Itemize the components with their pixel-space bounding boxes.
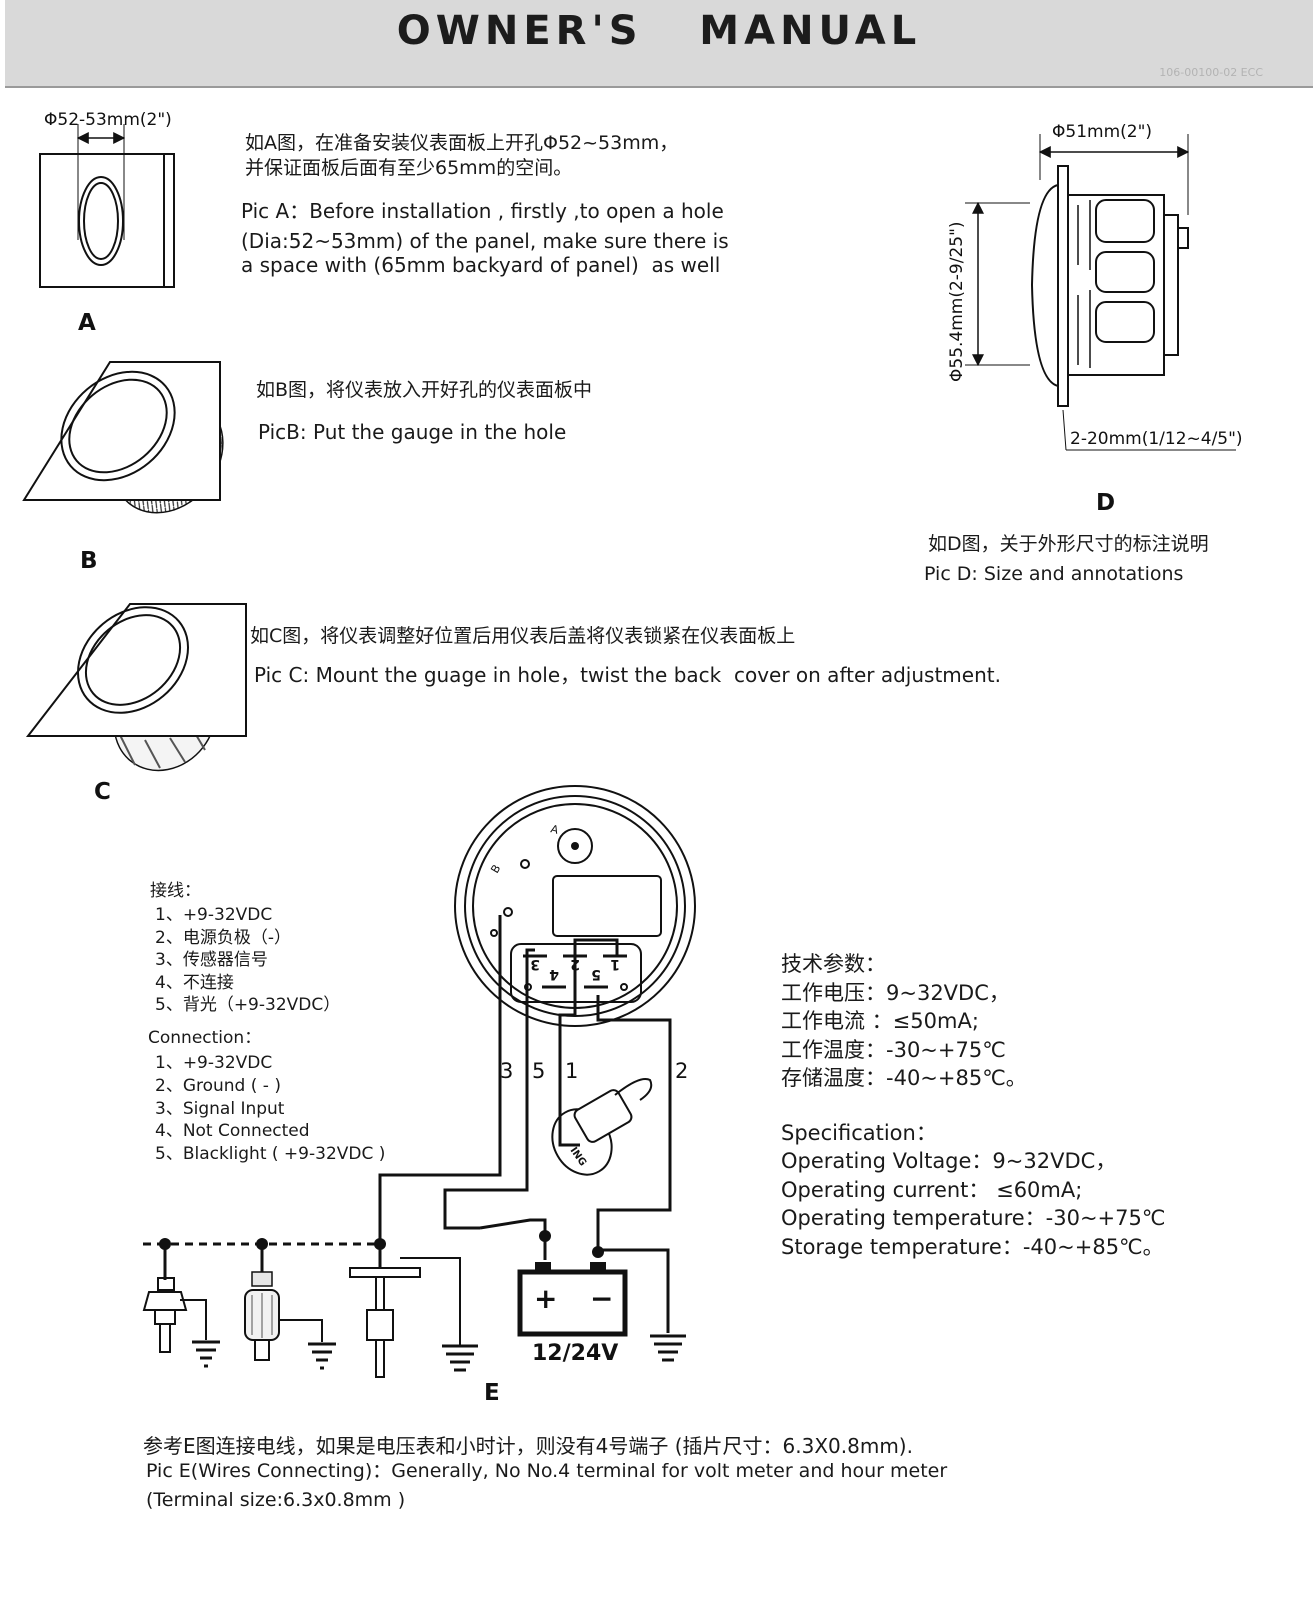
- spec-en-line-4: Storage temperature：-40~+85℃。: [781, 1235, 1164, 1259]
- pic-b-letter: B: [80, 548, 98, 574]
- pic-a-cn-line-1: 如A图，在准备安装仪表面板上开孔Φ52~53mm，: [245, 132, 679, 154]
- spec-cn-line-3: 工作温度：-30~+75℃: [781, 1038, 1006, 1062]
- terminal-3: 3: [530, 956, 540, 972]
- gauge-back-outer: [454, 785, 696, 1027]
- spec-en-title: Specification：: [781, 1121, 937, 1145]
- sensor-pressure: [244, 1244, 336, 1370]
- document-code: 106-00100-02 ECC: [1159, 66, 1263, 79]
- wiring-cn-item-5: 5、背光（+9-32VDC）: [155, 995, 341, 1015]
- wire-label-3: 3: [500, 1059, 513, 1083]
- sensor-temperature: [142, 1244, 220, 1368]
- battery-voltage: 12/24V: [532, 1341, 618, 1366]
- panel-outline: [39, 153, 175, 288]
- header-bar: OWNER'S MANUAL 106-00100-02 ECC: [5, 0, 1313, 88]
- ignition-switch: ING: [551, 1078, 653, 1176]
- stud-a: [557, 828, 593, 864]
- switch-label: ING: [568, 1145, 589, 1168]
- wiring-en-item-2: 2、Ground ( - ): [155, 1076, 281, 1096]
- spec-cn-title: 技术参数：: [781, 952, 886, 976]
- wiring-en-item-4: 4、Not Connected: [155, 1121, 310, 1141]
- pic-a-letter: A: [78, 310, 96, 336]
- footer-cn: 参考E图连接电线，如果是电压表和小时计，则没有4号端子 (插片尺寸：6.3X0.…: [143, 1434, 913, 1458]
- panel-plate: [22, 361, 221, 501]
- pic-a-en-line-1: Pic A：Before installation , firstly ,to …: [241, 199, 724, 223]
- wire-label-2: 2: [675, 1059, 688, 1083]
- battery-minus: −: [590, 1282, 613, 1315]
- sensor-level: [349, 1244, 478, 1378]
- wiring-en-item-1: 1、+9-32VDC: [155, 1053, 273, 1073]
- pic-a-dim-label: Φ52-53mm(2"): [44, 110, 172, 130]
- pic-d-width-label: Φ51mm(2"): [1052, 122, 1152, 142]
- pic-d-height-label: Φ55.4mm(2-9/25"): [947, 221, 967, 382]
- spec-cn-line-4: 存储温度：-40~+85℃。: [781, 1066, 1027, 1090]
- dial-letter-b: B: [488, 862, 503, 875]
- pic-a-en-line-2: (Dia:52~53mm) of the panel, make sure th…: [241, 229, 729, 253]
- pic-c-en: Pic C: Mount the guage in hole，twist the…: [254, 663, 1001, 687]
- pic-d-panel-label: 2-20mm(1/12~4/5"): [1070, 429, 1243, 449]
- hole-ellipse: [78, 176, 124, 266]
- wiring-en-item-5: 5、Blacklight ( +9-32VDC ): [155, 1144, 386, 1164]
- dial-letter-a: A: [549, 822, 560, 837]
- wiring-cn-item-3: 3、传感器信号: [155, 950, 268, 970]
- pic-c-cn: 如C图，将仪表调整好位置后用仪表后盖将仪表锁紧在仪表面板上: [250, 625, 796, 647]
- wires: [378, 915, 672, 1333]
- terminal-5: 5: [591, 966, 601, 982]
- wiring-cn-item-1: 1、+9-32VDC: [155, 905, 273, 925]
- battery-plus: +: [534, 1282, 557, 1315]
- pic-b-drawing: [22, 361, 224, 514]
- spec-en-line-1: Operating Voltage：9~32VDC，: [781, 1149, 1117, 1173]
- pic-d-en: Pic D: Size and annotations: [924, 563, 1184, 585]
- wiring-en-item-3: 3、Signal Input: [155, 1099, 285, 1119]
- gauge-bezel: [76, 606, 190, 714]
- pic-a-cn-line-2: 并保证面板后面有至少65mm的空间。: [245, 157, 573, 179]
- wiring-cn-item-2: 2、电源负极（-）: [155, 928, 291, 948]
- footer-en-line-1: Pic E(Wires Connecting)：Generally, No No…: [146, 1460, 948, 1482]
- wiring-cn-item-4: 4、不连接: [155, 973, 234, 993]
- pic-d-cn: 如D图，关于外形尺寸的标注说明: [928, 533, 1209, 555]
- pic-d-drawing: Φ51mm(2") Φ55.4mm(2-9/25") 2-20mm(1/12~4…: [947, 122, 1243, 451]
- pic-a-en-line-3: a space with (65mm backyard of panel) as…: [241, 253, 721, 277]
- gauge-body: [1067, 194, 1165, 376]
- spec-en-line-2: Operating current： ≤60mA;: [781, 1178, 1083, 1202]
- spec-cn-line-2: 工作电流 ：≤50mA;: [781, 1009, 979, 1033]
- gauge-bezel: [60, 370, 176, 482]
- panel-plate: [25, 603, 247, 737]
- wire-labels: 3 5 1 2: [500, 1059, 688, 1083]
- wiring-cn-title: 接线：: [150, 881, 201, 901]
- pic-c-drawing: [25, 603, 247, 772]
- pic-d-letter: D: [1096, 490, 1116, 516]
- label-area: [552, 875, 662, 937]
- ground-symbol: [650, 1334, 686, 1362]
- pic-c-letter: C: [94, 779, 111, 805]
- bezel-profile: [1030, 184, 1059, 387]
- wire-label-5: 5: [532, 1059, 545, 1083]
- spec-cn-line-1: 工作电压：9~32VDC，: [781, 981, 1010, 1005]
- pic-e-letter: E: [484, 1380, 500, 1406]
- battery: + − 12/24V: [517, 1262, 628, 1366]
- wiring-en-title: Connection：: [148, 1028, 262, 1048]
- panel-section: [1057, 165, 1069, 407]
- pic-b-en: PicB: Put the gauge in the hole: [258, 420, 567, 444]
- terminal-4: 4: [549, 966, 559, 982]
- page-title: OWNER'S MANUAL: [396, 8, 922, 54]
- spec-en-line-3: Operating temperature：-30~+75℃: [781, 1206, 1166, 1230]
- wire-label-1: 1: [565, 1059, 578, 1083]
- pic-b-cn: 如B图，将仪表放入开好孔的仪表面板中: [256, 379, 593, 401]
- footer-en-line-2: (Terminal size:6.3x0.8mm ): [146, 1489, 406, 1511]
- pic-a-drawing: Φ52-53mm(2"): [39, 110, 175, 288]
- terminal-1: 1: [610, 956, 620, 972]
